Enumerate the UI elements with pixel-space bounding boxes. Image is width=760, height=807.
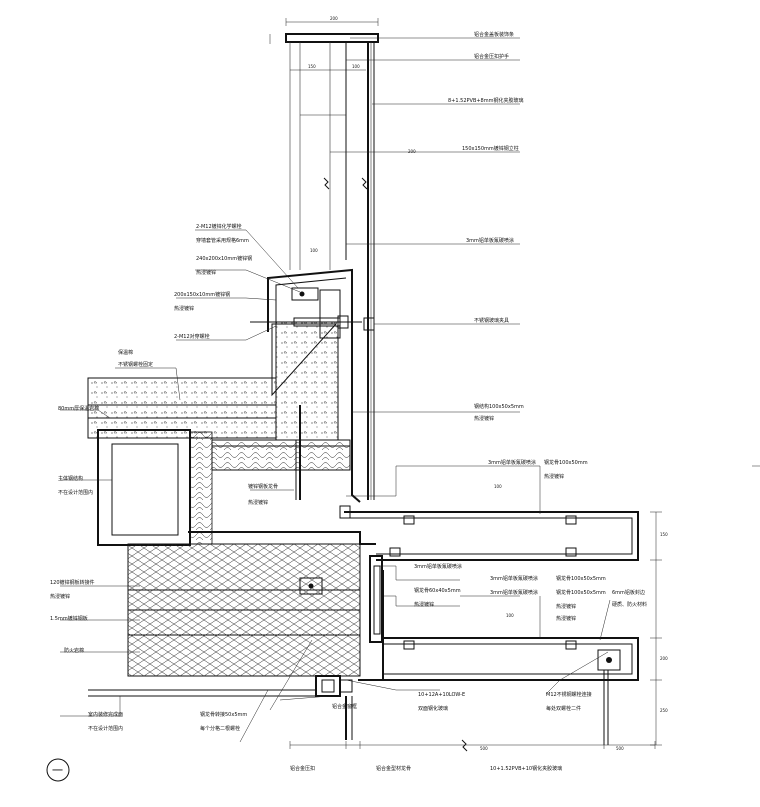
note-rock-wool: 80mm厚保温岩棉	[58, 405, 99, 412]
note-galv-3: 热浸镀锌	[474, 415, 494, 422]
note-ss-bolt: 不锈钢螺栓固定	[118, 361, 153, 368]
note-laminated-glass: 8+1.52PVB+8mm钢化夹胶玻璃	[448, 97, 523, 104]
dim-label: 100	[352, 64, 360, 69]
dim-label: 100	[494, 484, 502, 489]
note-galv-6: 热浸镀锌	[414, 601, 434, 608]
dim-label: 200	[330, 16, 338, 21]
note-steel-frame: 钢结构100x50x5mm	[474, 403, 524, 410]
lower-soffit-panel	[358, 637, 639, 745]
dim-label: 200	[660, 656, 668, 661]
note-al-press: 铝合金压扣	[290, 765, 315, 772]
rail-cap	[269, 18, 379, 44]
note-through-bolt: 2-M12对穿螺栓	[174, 333, 210, 340]
note-transfer-plate: 120镀锌钢板转接件	[50, 579, 95, 586]
note-steel-keel-1: 钢龙骨100x50mm	[544, 459, 588, 466]
steel-column	[97, 429, 213, 546]
note-steel-keel-3: 钢龙骨100x50x5mm	[556, 589, 606, 596]
dim-label: 500	[616, 746, 624, 751]
note-double-bolt: 每处双螺栓二件	[546, 705, 581, 712]
dim-label: 150	[308, 64, 316, 69]
bottom-dimensions	[289, 739, 656, 752]
dimension-labels: 200 150 100 200 100 100 100 500 500 150 …	[308, 16, 668, 751]
dim-label: 250	[660, 708, 668, 713]
note-fire-material: 硬质、防火材料	[612, 601, 647, 608]
note-bottom-glass: 10+1.52PVB+10钢化夹胶玻璃	[490, 765, 562, 772]
note-lowe-glass: 10+12A+10LOW-E	[418, 692, 465, 698]
note-al-profile-keel: 铝合金型材龙骨	[376, 765, 411, 772]
section-mark: 一	[46, 758, 70, 782]
section-mark-label: 一	[52, 764, 63, 777]
note-interior-finish: 室内装修完成面	[88, 711, 123, 718]
dim-label: 500	[480, 746, 488, 751]
note-steel-plate: 200x150x10mm镀锌钢	[174, 291, 230, 298]
ceiling-insulation	[211, 405, 351, 500]
post-guides	[289, 42, 368, 270]
note-galv-sheet: 1.5mm镀锌钢板	[50, 615, 88, 622]
vertical-fin	[369, 555, 384, 680]
dim-label: 100	[506, 613, 514, 618]
note-steel-keel-4: 钢龙骨100x50x5mm	[556, 575, 606, 582]
note-galv-2: 热浸镀锌	[174, 305, 194, 312]
note-al-panel-3: 3mm铝单板氟碳喷涂	[414, 563, 462, 570]
floor-slab	[87, 321, 339, 441]
dim-label: 100	[310, 248, 318, 253]
note-glass-clamp: 不锈钢玻璃夹具	[474, 317, 509, 324]
note-insulation: 保温棉	[118, 349, 133, 356]
note-galv-5: 热浸镀锌	[544, 473, 564, 480]
note-sleeve: 穿墙套管采用规格6mm	[196, 237, 249, 244]
dim-label: 150	[660, 532, 668, 537]
note-steel-post: 150x150mm镀锌钢立柱	[462, 145, 519, 152]
note-tempered-glass: 双面钢化玻璃	[418, 705, 448, 712]
note-cap-trim: 铝合金盖板装饰条	[474, 31, 514, 38]
glass-panel	[367, 42, 375, 500]
note-al-panel-4: 3mm铝单板氟碳喷涂	[490, 589, 538, 596]
right-dimensions	[650, 465, 760, 746]
note-al-panel-5: 3mm铝单板氟碳喷涂	[490, 575, 538, 582]
annotation-labels: 铝合金盖板装饰条 铝合金压扣护手 8+1.52PVB+8mm钢化夹胶玻璃 150…	[50, 31, 647, 772]
note-galv-7: 热浸镀锌	[50, 593, 70, 600]
note-chem-bolt: 2-M12镀锌化学螺栓	[196, 223, 242, 230]
note-galv-9: 热浸镀锌	[556, 615, 576, 622]
note-window-frame: 铝合金窗框	[332, 703, 357, 710]
note-edge-plate: 6mm铝板封边	[612, 589, 645, 596]
note-ss-bolt-conn: M12不锈钢螺栓连接	[546, 691, 592, 698]
note-transfer-keel: 钢龙骨转接50x5mm	[200, 711, 247, 718]
note-keel: 镀锌钢板龙骨	[248, 483, 278, 490]
note-main-steel: 主体钢结构	[58, 475, 83, 482]
note-fire-wool: 防火岩棉	[64, 647, 84, 654]
leader-lines	[60, 37, 611, 743]
note-galv-1: 热浸镀锌	[196, 269, 216, 276]
note-bolts-per-grid: 每个分格二根螺栓	[200, 725, 240, 732]
note-al-panel-2: 3mm铝单板氟碳喷涂	[488, 459, 536, 466]
note-out-of-scope-2: 不在设计范围内	[88, 725, 123, 732]
dim-label: 200	[408, 149, 416, 154]
note-al-panel-1: 3mm铝单板氟碳喷涂	[466, 237, 514, 244]
upper-soffit-panel	[339, 505, 639, 561]
note-press-handrail: 铝合金压扣护手	[474, 53, 509, 60]
note-out-of-scope-1: 不在设计范围内	[58, 489, 93, 496]
note-steel-keel-2: 钢龙骨60x40x5mm	[414, 587, 461, 594]
note-galv-8: 热浸镀锌	[556, 603, 576, 610]
note-embed-plate: 240x200x10mm镀锌钢	[196, 255, 252, 262]
note-galv-4: 热浸镀锌	[248, 499, 268, 506]
fire-rockwool	[127, 531, 376, 677]
